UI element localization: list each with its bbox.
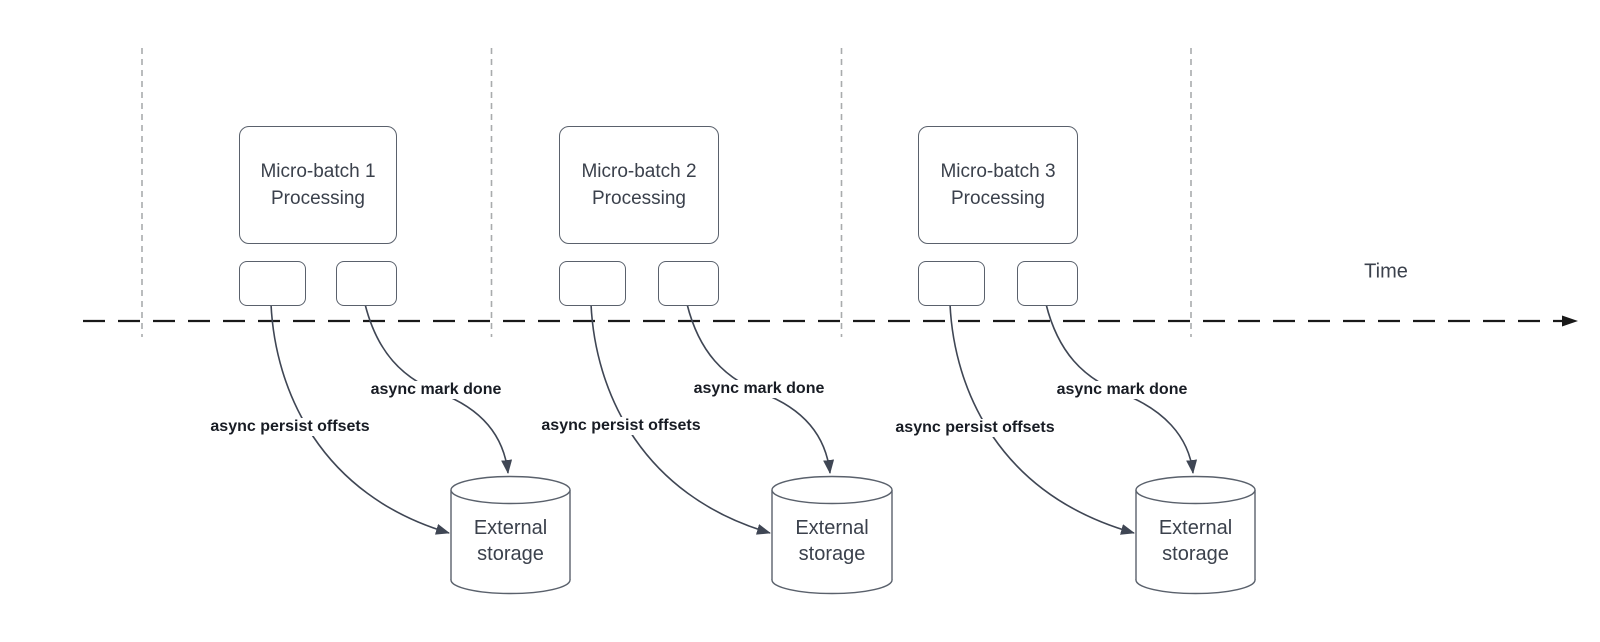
mark-done-label-2: async mark done (690, 380, 828, 398)
persist-offsets-label-2: async persist offsets (538, 417, 704, 435)
mark-done-label-3: async mark done (1053, 381, 1191, 399)
micro-batch-title-3: Micro-batch 3 (940, 161, 1056, 182)
external-storage-label-line1: External (473, 517, 548, 539)
time-axis-arrowhead-icon (1562, 315, 1578, 327)
external-storage-label-line1: External (795, 517, 869, 539)
mark-done-label-1: async mark done (367, 381, 505, 399)
persist-offsets-source-rect-2 (559, 261, 626, 306)
micro-batch-subtitle-2: Processing (592, 188, 686, 209)
external-storage-label-2: External storage (795, 515, 868, 567)
external-storage-label-3: External storage (1159, 515, 1232, 567)
micro-batch-title-1: Micro-batch 1 (260, 161, 376, 182)
mark-done-source-rect-3 (1017, 261, 1078, 306)
persist-offsets-arrow-2 (590, 303, 771, 535)
external-storage-label-1: External storage (474, 515, 547, 567)
external-storage-cylinder-2 (771, 475, 893, 595)
micro-batch-subtitle-3: Processing (951, 188, 1045, 209)
micro-batch-box-3: Micro-batch 3 Processing (918, 126, 1078, 244)
persist-offsets-arrow-1 (270, 303, 450, 535)
micro-batch-title-2: Micro-batch 2 (581, 161, 697, 182)
external-storage-label-line2: storage (798, 543, 866, 565)
time-axis-label: Time (1364, 260, 1408, 283)
micro-batch-box-1: Micro-batch 1 Processing (239, 126, 397, 244)
external-storage-cylinder-1 (450, 475, 571, 595)
external-storage-label-line2: storage (477, 543, 544, 565)
external-storage-label-line1: External (1158, 517, 1233, 539)
persist-offsets-source-rect-1 (239, 261, 306, 306)
persist-offsets-source-rect-3 (918, 261, 985, 306)
external-storage-label-line2: storage (1162, 543, 1229, 565)
micro-batch-subtitle-1: Processing (271, 188, 365, 209)
mark-done-source-rect-2 (658, 261, 719, 306)
persist-offsets-label-3: async persist offsets (892, 419, 1058, 437)
external-storage-cylinder-3 (1135, 475, 1256, 595)
mark-done-source-rect-1 (336, 261, 397, 306)
persist-offsets-label-1: async persist offsets (207, 418, 373, 436)
micro-batch-box-2: Micro-batch 2 Processing (559, 126, 719, 244)
